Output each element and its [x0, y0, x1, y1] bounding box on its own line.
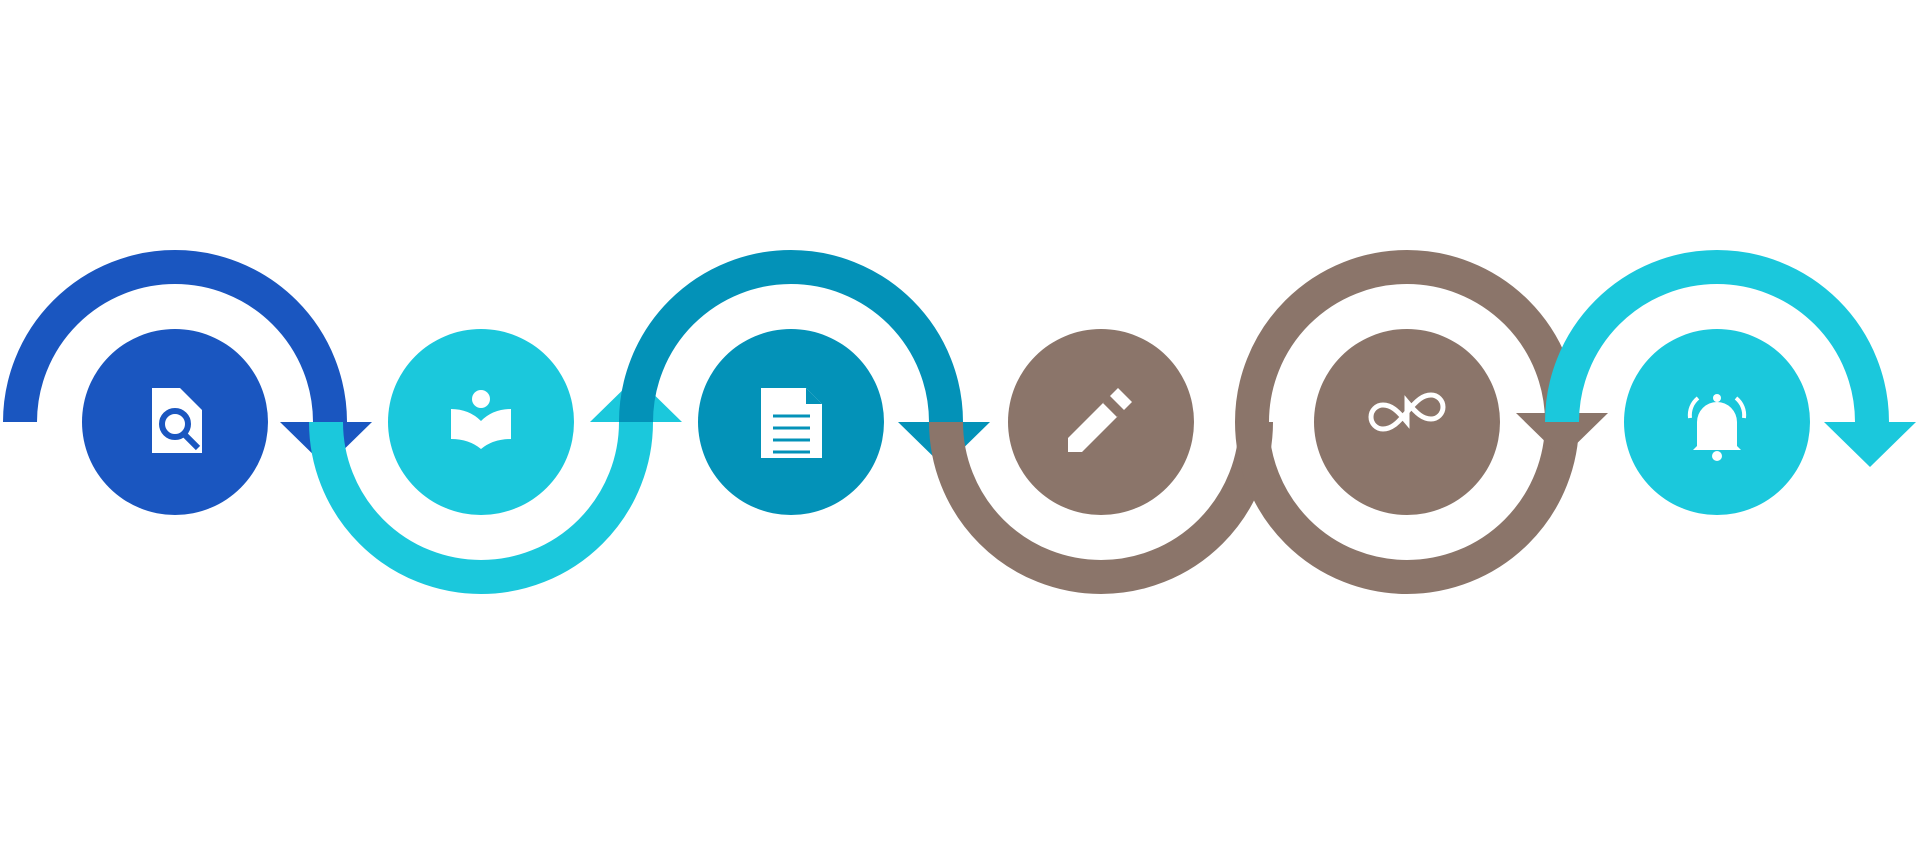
step-6: [1545, 250, 1916, 515]
step-3-arc: [619, 250, 963, 423]
step-1: [3, 250, 372, 515]
step-2-arc: [309, 421, 653, 594]
step-5: [1235, 250, 1608, 594]
step-2: [309, 329, 682, 594]
document-search-icon: [152, 388, 202, 453]
step-6-arrowhead: [1824, 422, 1916, 467]
step-4: [929, 329, 1273, 594]
pencil-icon: [1068, 388, 1132, 452]
step-5-arc-bottom: [1235, 421, 1579, 594]
step-5-arrowhead: [1516, 413, 1608, 458]
step-6-arc: [1545, 250, 1889, 423]
step-5-arc-top: [1235, 250, 1579, 423]
step-1-arc: [3, 250, 347, 423]
reading-person-icon: [451, 390, 511, 449]
document-lines-icon: [761, 388, 822, 458]
infinity-icon: [1368, 392, 1446, 432]
alarm-bell-icon: [1687, 394, 1747, 461]
step-4-arc: [929, 421, 1273, 594]
step-3: [619, 250, 990, 515]
